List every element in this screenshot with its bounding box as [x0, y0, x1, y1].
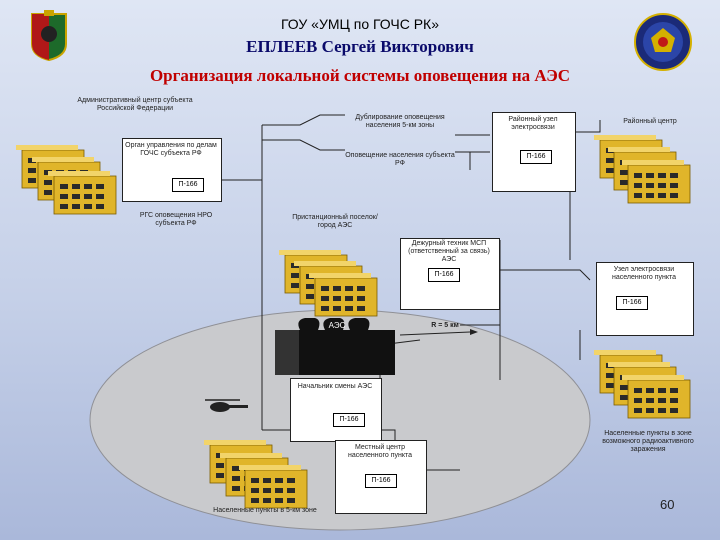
- p166-device-6: П-166: [365, 474, 397, 488]
- radius-label: R = 5 км: [431, 322, 459, 329]
- station-op-label: Узел электросвязи населенного пункта: [611, 266, 677, 281]
- p166-device-3: П-166: [428, 268, 460, 282]
- org-title: ГОУ «УМЦ по ГОЧС РК»: [281, 16, 439, 32]
- slide-topic: Организация локальной системы оповещения…: [149, 66, 571, 85]
- dup-link-label: Дублирование оповещения населения 5-км з…: [355, 114, 445, 129]
- notify-subject-label: Оповещение населения субъекта РФ: [345, 152, 455, 167]
- karelia-coat-of-arms-icon: [31, 10, 67, 62]
- p166-device-4: П-166: [616, 296, 648, 310]
- p166-device-2: П-166: [520, 150, 552, 164]
- p166-device-5: П-166: [333, 413, 365, 427]
- district-center-label: Районный центр: [623, 118, 677, 125]
- shift-head-label: Начальник смены АЭС: [297, 383, 373, 390]
- satellite-town-label: Пристанционный поселок/город АЭС: [292, 214, 378, 229]
- p166-device-1: П-166: [172, 178, 204, 192]
- duty-egp-label: Дежурный техник МСП (ответственный за св…: [408, 240, 490, 263]
- rgo-label: РГС оповещения НРО субъекта РФ: [139, 212, 213, 227]
- local-center-label: Местный центр населенного пункта: [347, 444, 413, 459]
- page-number: 60: [660, 497, 675, 512]
- district-node-label: Районный узел электросвязи: [508, 116, 558, 131]
- mchs-emblem-icon: [634, 13, 692, 71]
- author-name: ЕПЛЕЕВ Сергей Викторович: [246, 37, 474, 56]
- settlements-5km-label: Населенные пункты в 5-км зоне: [213, 507, 317, 514]
- shift-head-box: [290, 378, 382, 442]
- admin-center-label: Административный центр субъекта Российск…: [77, 97, 193, 112]
- helicopter-icon: [205, 399, 248, 412]
- aes-label: АЭС: [328, 321, 346, 330]
- gov-body-label: Орган управления по делам ГОЧС субъекта …: [125, 142, 217, 157]
- settlements-zone-label: Населенные пункты в зоне возможного ради…: [602, 430, 694, 453]
